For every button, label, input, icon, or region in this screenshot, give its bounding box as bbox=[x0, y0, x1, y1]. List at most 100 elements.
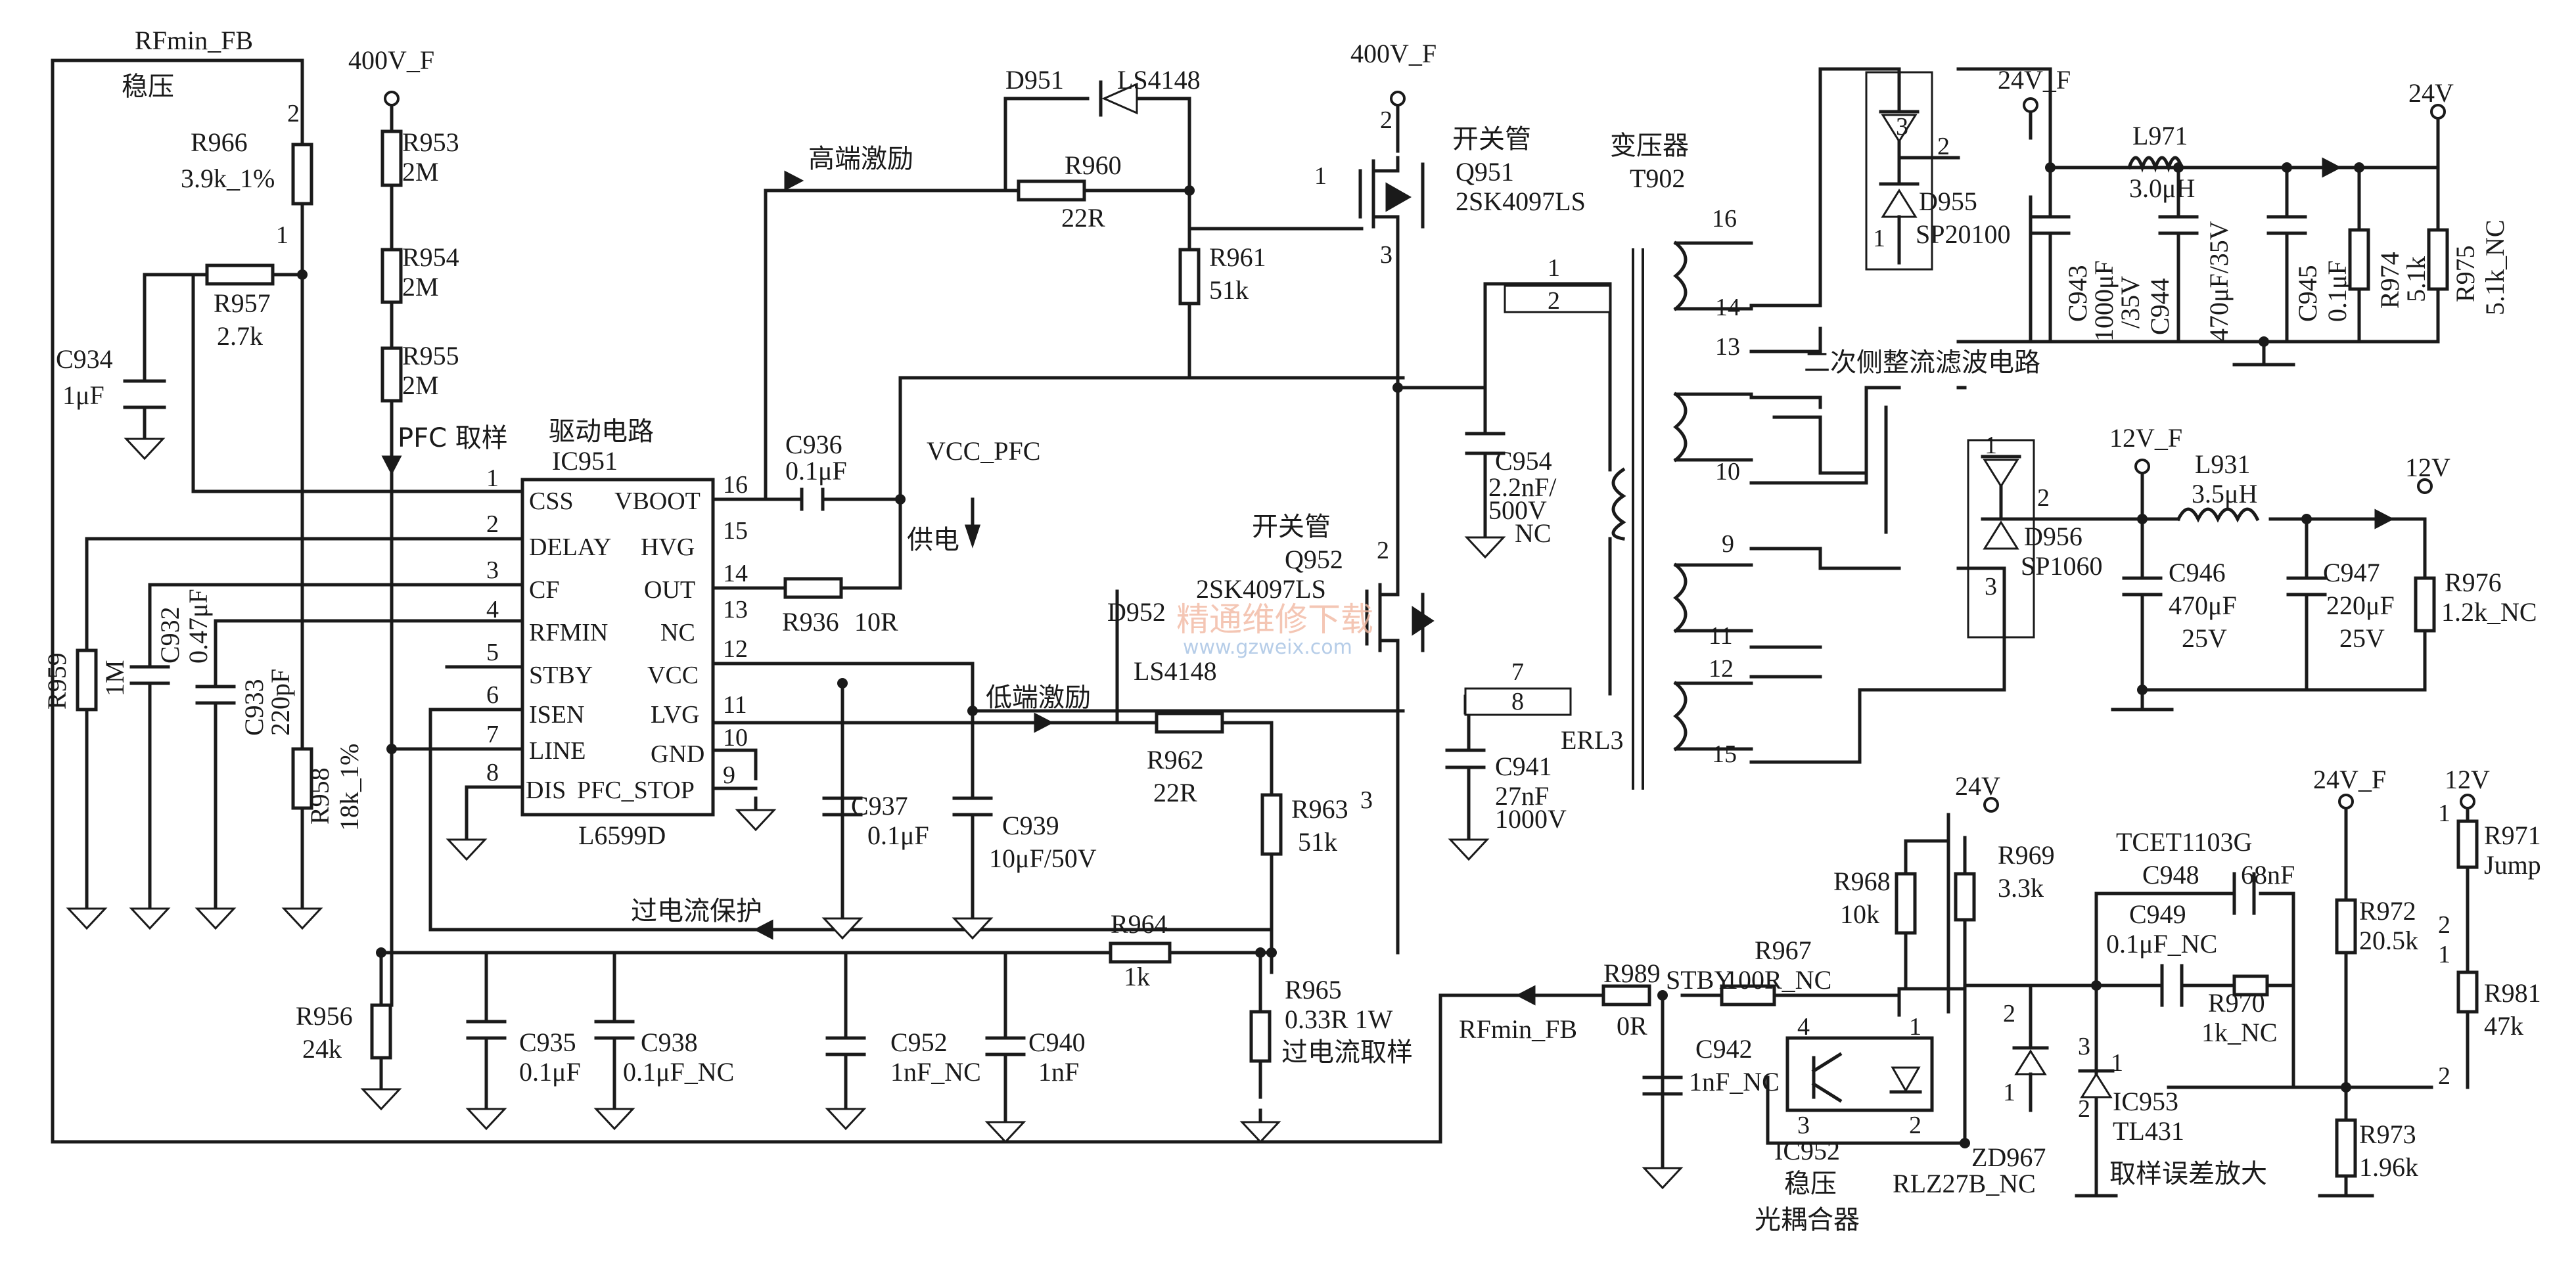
component-ref: ZD967 bbox=[1971, 1142, 2046, 1172]
pin-number: 1 bbox=[2438, 941, 2450, 968]
component-value: 220pF bbox=[265, 669, 295, 736]
component-value: 0.1μF bbox=[2322, 260, 2352, 322]
component-value: 2M bbox=[402, 157, 439, 187]
component-value: 1k_NC bbox=[2201, 1018, 2278, 1047]
component-ref: R989 bbox=[1603, 959, 1661, 988]
component-ref: C947 bbox=[2323, 558, 2380, 587]
component-value: 1nF bbox=[1038, 1057, 1079, 1087]
pin-number: 11 bbox=[1709, 622, 1733, 650]
component-ref: C940 bbox=[1028, 1028, 1086, 1057]
d956-symbol bbox=[1967, 439, 2144, 639]
component-value: 220μF bbox=[2326, 591, 2395, 620]
inductors bbox=[2127, 156, 2260, 523]
r972-body bbox=[2335, 898, 2357, 955]
pin-number: 3 bbox=[2078, 1033, 2090, 1060]
component-ref: R955 bbox=[402, 341, 459, 371]
ic-pin-name: GND bbox=[651, 740, 704, 768]
component-value: Jump bbox=[2484, 850, 2541, 880]
capacitors bbox=[123, 215, 2327, 1112]
pin-number: 3 bbox=[1360, 786, 1373, 814]
component-value: 3.9k_1% bbox=[181, 164, 275, 193]
component-value: 24k bbox=[302, 1034, 342, 1064]
component-ref: C934 bbox=[56, 344, 113, 374]
ic-pin-name: STBY bbox=[529, 662, 593, 689]
component-value: 1k bbox=[1124, 962, 1150, 991]
r970-body bbox=[2232, 974, 2269, 997]
component-ref: L931 bbox=[2195, 449, 2250, 479]
pin-number: 12 bbox=[1709, 655, 1734, 683]
rail-24vf-label: 24V_F bbox=[1998, 65, 2071, 95]
r971-body bbox=[2456, 819, 2479, 869]
component-value: 0.47μF bbox=[183, 589, 213, 664]
ic-pin-number: 2 bbox=[486, 510, 499, 538]
ic-pin-name: PFC_STOP bbox=[577, 777, 695, 804]
component-value: 0.1μF_NC bbox=[623, 1057, 734, 1087]
rail-24v-label: 24V bbox=[2408, 78, 2454, 108]
pfc-sample-label: PFC 取样 bbox=[398, 423, 508, 453]
optocoupler-ic952 bbox=[1785, 1036, 1934, 1112]
component-ref: C946 bbox=[2169, 558, 2226, 587]
pin-number: 2 bbox=[287, 100, 300, 127]
r958-body bbox=[291, 747, 313, 810]
component-ref: C939 bbox=[1002, 811, 1059, 840]
resistors bbox=[76, 129, 2479, 1178]
component-value: 0.1μF bbox=[867, 821, 929, 850]
pin-number: 3 bbox=[1985, 573, 1997, 600]
component-value: 2.7k bbox=[217, 321, 263, 351]
pin-number: 1 bbox=[1909, 1013, 1921, 1041]
component-value: 68nF bbox=[2241, 860, 2295, 890]
component-ref: C943 bbox=[2063, 265, 2092, 322]
component-ref: D952 bbox=[1107, 597, 1166, 627]
component-value: 0.1μF_NC bbox=[2106, 929, 2217, 959]
pin-number: 1 bbox=[2111, 1049, 2123, 1077]
component-ref: C938 bbox=[641, 1028, 698, 1057]
pin-number: 2 bbox=[2003, 1000, 2015, 1028]
component-ref: IC953 bbox=[2113, 1087, 2178, 1116]
transformer-ref: T902 bbox=[1630, 164, 1685, 193]
rail-12vf-label: 12V_F bbox=[2109, 423, 2182, 453]
r953-body bbox=[380, 129, 403, 187]
component-value: 2.2nF/ bbox=[1488, 472, 1557, 502]
component-value: LS4148 bbox=[1134, 656, 1217, 686]
component-value: 22R bbox=[1153, 778, 1197, 807]
pin-number: 2 bbox=[1909, 1112, 1921, 1139]
component-ref: C933 bbox=[239, 679, 269, 736]
watermark-text: 精通维修下载 bbox=[1176, 600, 1373, 639]
pin-number: 2 bbox=[1380, 106, 1392, 134]
component-value: 10R bbox=[854, 607, 898, 637]
c949-plates bbox=[2160, 964, 2184, 1007]
component-ref: R953 bbox=[402, 127, 459, 157]
component-ref: TCET1103G bbox=[2116, 827, 2252, 857]
component-value: 470μF/35V bbox=[2204, 221, 2234, 342]
ic-pin-number: 10 bbox=[723, 724, 748, 752]
component-value: 2SK4097LS bbox=[1196, 574, 1326, 604]
switch-tube-label: 开关管 bbox=[1252, 512, 1331, 542]
component-ref: L971 bbox=[2132, 121, 2188, 150]
r961-body bbox=[1178, 248, 1201, 305]
switch-tube-label: 开关管 bbox=[1452, 124, 1531, 154]
component-ref: R962 bbox=[1147, 745, 1204, 775]
component-value: SP1060 bbox=[2021, 551, 2103, 581]
erl3-label: ERL3 bbox=[1561, 725, 1624, 755]
r968-body bbox=[1895, 872, 1917, 935]
component-value: 1000μF bbox=[2089, 260, 2119, 342]
component-ref: D955 bbox=[1919, 187, 1977, 216]
ic-pin-name: OUT bbox=[644, 576, 695, 604]
mosfet-q952 bbox=[1365, 573, 1435, 666]
pin-number: 9 bbox=[1722, 530, 1734, 558]
rail-12v-label: 12V bbox=[2405, 453, 2450, 482]
overcurrent-protect-label: 过电流保护 bbox=[631, 896, 762, 926]
r966-body bbox=[291, 143, 313, 206]
component-value: 1000V bbox=[1495, 804, 1567, 834]
signal-arrows bbox=[381, 157, 2395, 1006]
component-value: 500V bbox=[1488, 495, 1547, 525]
wenya-label: 稳压 bbox=[122, 72, 174, 102]
c954-plates bbox=[1465, 432, 1506, 528]
drive-circuit-label: 驱动电路 bbox=[549, 417, 654, 447]
component-value: 2SK4097LS bbox=[1456, 187, 1586, 216]
component-value: 1μF bbox=[62, 380, 104, 410]
c943-plates bbox=[2030, 215, 2071, 258]
ic-pin-name: CF bbox=[529, 576, 559, 604]
r956-body bbox=[370, 1003, 392, 1060]
pin-number: 1 bbox=[2438, 800, 2450, 827]
